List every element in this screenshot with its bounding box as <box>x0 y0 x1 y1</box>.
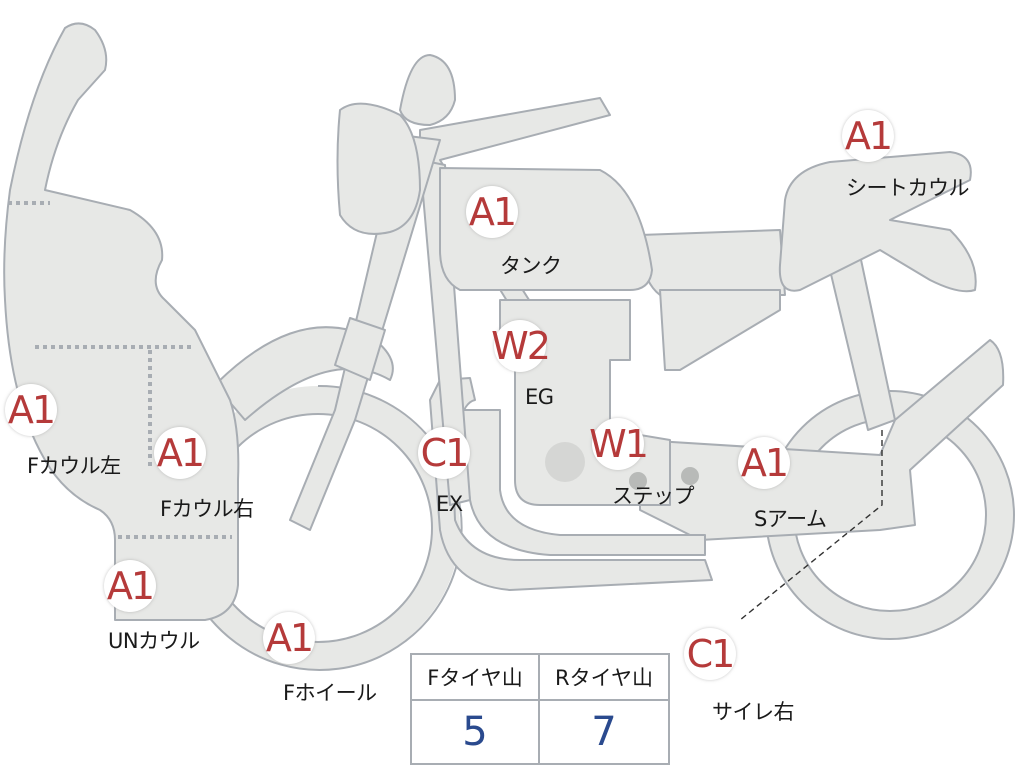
code-badge: A1 <box>466 186 518 238</box>
code-badge: W1 <box>589 418 649 470</box>
headlight <box>336 102 421 235</box>
code-badge: A1 <box>842 110 894 162</box>
front-cowl-shape <box>3 22 240 621</box>
swing-arm-shape <box>639 339 1005 541</box>
front-tire-header: Fタイヤ山 <box>412 655 540 701</box>
part-label: タンク <box>500 254 562 278</box>
front-tire-value: 5 <box>412 701 540 763</box>
tire-tread-table: Fタイヤ山 Rタイヤ山 5 7 <box>410 653 670 765</box>
part-label: Fカウル左 <box>27 454 121 478</box>
part-label: UNカウル <box>108 629 200 653</box>
code-badge: C1 <box>684 628 736 680</box>
part-label: シートカウル <box>846 176 970 200</box>
code-badge: A1 <box>104 560 156 612</box>
part-label: Fホイール <box>283 681 377 705</box>
code-badge: C1 <box>418 427 470 479</box>
code-badge: A1 <box>738 437 790 489</box>
code-badge: A1 <box>5 384 57 436</box>
code-badge: W2 <box>491 320 551 372</box>
code-badge: A1 <box>154 427 206 479</box>
part-label: Fカウル右 <box>160 497 254 521</box>
seat-cowl-shape <box>778 151 977 293</box>
part-label: EX <box>436 492 463 516</box>
part-label: EG <box>525 385 554 409</box>
rear-tire-header: Rタイヤ山 <box>540 655 668 701</box>
part-label: ステップ <box>612 484 695 508</box>
rear-tire-value: 7 <box>591 709 617 755</box>
part-label: サイレ右 <box>712 700 795 724</box>
seat <box>639 229 786 296</box>
code-badge: A1 <box>263 612 315 664</box>
part-label: Sアーム <box>754 507 827 531</box>
